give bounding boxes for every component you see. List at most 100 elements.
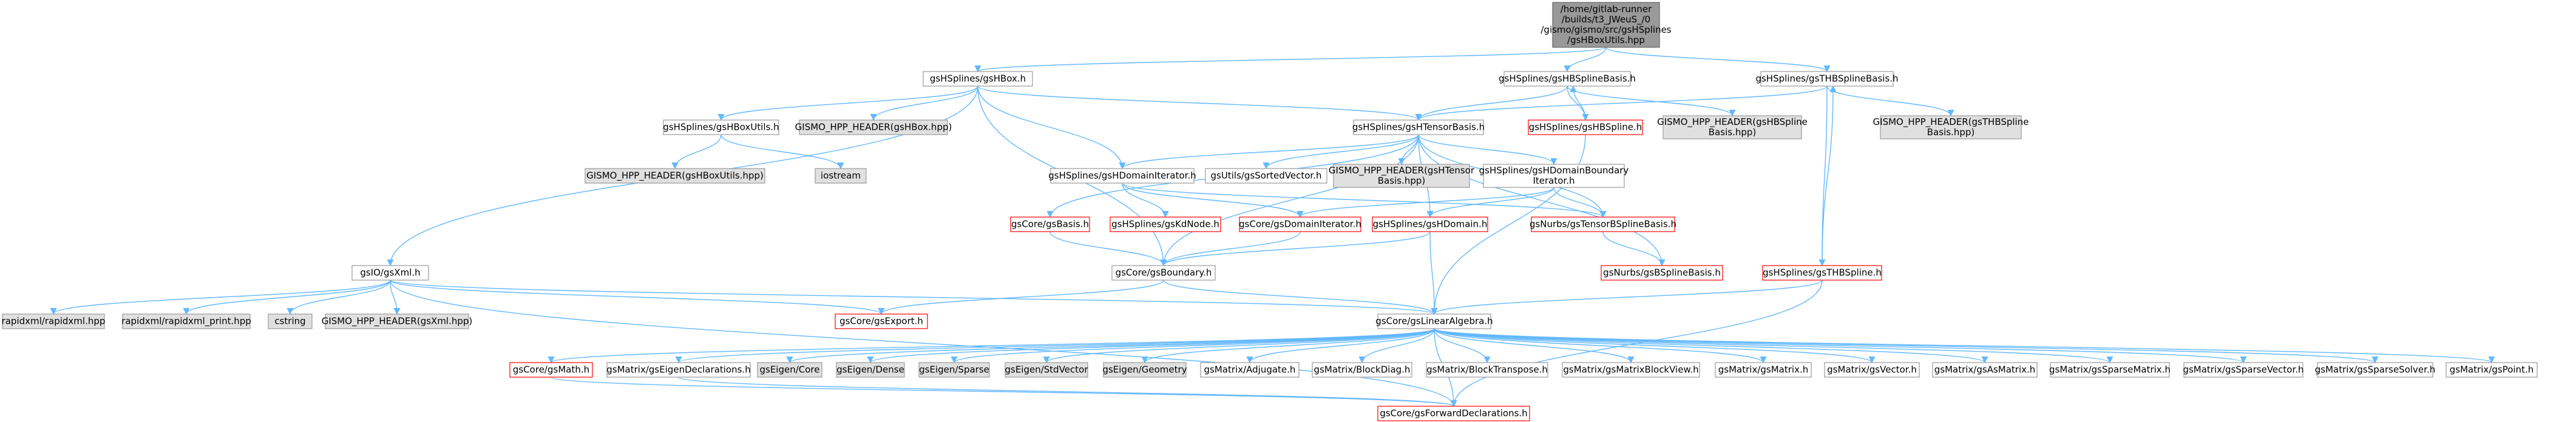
node-sparsevector_h[interactable]: gsMatrix/gsSparseVector.h [2183, 362, 2304, 378]
edge-xml_h-to-cstring [286, 280, 391, 315]
node-box [1760, 71, 1894, 87]
node-label: GISMO_HPP_HEADER(gsXml.hpp) [322, 316, 473, 327]
node-label: GISMO_HPP_HEADER(gsHBSpline [1657, 116, 1808, 128]
node-box [1110, 216, 1221, 232]
node-label: rapidxml/rapidxml.hpp [2, 316, 106, 327]
node-box [1762, 265, 1882, 281]
node-label: Basis.hpp) [1378, 175, 1425, 186]
node-point_h[interactable]: gsMatrix/gsPoint.h [2446, 362, 2538, 378]
node-label: gsHSplines/gsTHBSpline.h [1763, 267, 1882, 278]
node-gsvector_h[interactable]: gsMatrix/gsVector.h [1824, 362, 1920, 378]
edge-linearalgebra_h-to-eigen_geometry [1141, 328, 1435, 364]
node-domainiterator_h[interactable]: gsCore/gsDomainIterator.h [1239, 216, 1361, 232]
node-label: gsEigen/Sparse [919, 364, 989, 375]
node-box [2446, 362, 2538, 378]
edge-hdomainboundaryiter_h-to-domainiterator_h [1296, 187, 1554, 218]
node-label: /builds/t3_JWeuS_/0 [1562, 14, 1650, 25]
edge-xml_h-to-hdr_xml [390, 280, 401, 315]
edge-linearalgebra_h-to-point_h [1434, 328, 2495, 364]
edge-linearalgebra_h-to-sparsesolver_h [1434, 328, 2379, 364]
node-blocktranspose_h[interactable]: gsMatrix/BlockTranspose.h [1426, 362, 1548, 378]
edge-hbsplinebasis_h-to-hbspline_h [1567, 85, 1589, 121]
node-label: gsMatrix/BlockTranspose.h [1426, 364, 1548, 375]
edge-hdomainboundaryiter_h-to-tensorbsplinebasis_h [1553, 187, 1607, 218]
node-hbspline_h[interactable]: gsHSplines/gsHBSpline.h [1528, 119, 1643, 135]
node-hboxutils_h[interactable]: gsHSplines/gsHBoxUtils.h [663, 119, 779, 135]
node-hdomain_h[interactable]: gsHSplines/gsHDomain.h [1372, 216, 1488, 232]
node-thbspline_h[interactable]: gsHSplines/gsTHBSpline.h [1762, 265, 1882, 281]
edge-xml_h-to-forwarddecl_h [390, 280, 1457, 407]
node-label: gsMatrix/gsPoint.h [2450, 364, 2534, 375]
node-cstring: cstring [268, 313, 313, 329]
edge-domainiterator_h-to-boundary_h [1160, 231, 1301, 267]
node-label: gsHSplines/gsKdNode.h [1111, 219, 1219, 230]
edge-linearalgebra_h-to-matrixblockview_h [1434, 328, 1635, 364]
node-basis_h[interactable]: gsCore/gsBasis.h [1010, 216, 1090, 232]
edge-xml_h-to-export_h [390, 280, 885, 315]
node-label: gsUtils/gsSortedVector.h [1211, 170, 1322, 181]
node-xml_h[interactable]: gsIO/gsXml.h [351, 265, 429, 281]
node-root: /home/gitlab-runner/builds/t3_JWeuS_/0/g… [1541, 2, 1672, 48]
node-thbsplinebasis_h[interactable]: gsHSplines/gsTHBSplineBasis.h [1755, 71, 1899, 87]
node-box [799, 119, 948, 135]
node-forwarddecl_h[interactable]: gsCore/gsForwardDeclarations.h [1377, 406, 1530, 421]
edge-linearalgebra_h-to-eigen_dense [867, 328, 1435, 364]
node-label: gsCore/gsDomainIterator.h [1239, 219, 1361, 230]
node-gsmatrix_h[interactable]: gsMatrix/gsMatrix.h [1715, 362, 1812, 378]
edge-hbsplinebasis_h-to-htensorbasis_h [1415, 85, 1568, 121]
node-label: /home/gitlab-runner [1561, 4, 1652, 15]
node-label: gsMatrix/gsMatrix.h [1718, 364, 1808, 375]
edge-linearalgebra_h-to-adjugate_h [1246, 328, 1435, 364]
node-label: gsCore/gsExport.h [839, 316, 923, 327]
node-sortedvector_h[interactable]: gsUtils/gsSortedVector.h [1205, 168, 1327, 184]
node-kdnode_h[interactable]: gsHSplines/gsKdNode.h [1110, 216, 1221, 232]
node-box [325, 313, 469, 329]
edge-xml_h-to-rapidxml_print_hpp [183, 280, 391, 315]
node-adjugate_h[interactable]: gsMatrix/Adjugate.h [1200, 362, 1300, 378]
node-box [918, 362, 990, 378]
node-hdomainiterator_h[interactable]: gsHSplines/gsHDomainIterator.h [1048, 168, 1196, 184]
node-hbox_h[interactable]: gsHSplines/gsHBox.h [923, 71, 1033, 87]
edge-thbspline_h-to-thbsplinebasis_h [1822, 85, 1837, 266]
node-label: GISMO_HPP_HEADER(gsTHBSpline [1873, 116, 2029, 128]
node-box [1426, 362, 1548, 378]
edge-hbspline_h-to-hbsplinebasis_h [1570, 85, 1586, 121]
node-box [835, 313, 928, 329]
node-label: gsCore/gsMath.h [513, 364, 589, 375]
node-asmatrix_h[interactable]: gsMatrix/gsAsMatrix.h [1932, 362, 2038, 378]
node-label: gsNurbs/gsTensorBSplineBasis.h [1530, 219, 1676, 230]
node-blockdiag_h[interactable]: gsMatrix/BlockDiag.h [1312, 362, 1412, 378]
edge-thbspline_h-to-forwarddecl_h [1450, 280, 1823, 407]
node-label: gsHSplines/gsHBSplineBasis.h [1499, 73, 1636, 84]
node-bsplinebasis_h[interactable]: gsNurbs/gsBSplineBasis.h [1601, 265, 1723, 281]
node-math_h[interactable]: gsCore/gsMath.h [509, 362, 593, 378]
node-label: rapidxml/rapidxml_print.hpp [121, 316, 251, 327]
node-eigen_stdvector: gsEigen/StdVector [1005, 362, 1088, 378]
node-eigendecl_h[interactable]: gsMatrix/gsEigenDeclarations.h [606, 362, 751, 378]
node-box [2183, 362, 2303, 378]
node-label: iostream [821, 170, 861, 181]
node-label: gsCore/gsLinearAlgebra.h [1375, 316, 1493, 327]
node-box [1005, 362, 1088, 378]
node-hbsplinebasis_h[interactable]: gsHSplines/gsHBSplineBasis.h [1499, 71, 1636, 87]
node-boundary_h[interactable]: gsCore/gsBoundary.h [1111, 265, 1216, 281]
node-label: gsHSplines/gsHBoxUtils.h [663, 122, 779, 133]
edge-hdomain_h-to-linearalgebra_h [1429, 231, 1438, 315]
node-htensorbasis_h[interactable]: gsHSplines/gsHTensorBasis.h [1352, 119, 1485, 135]
edge-linearalgebra_h-to-sparsevector_h [1434, 328, 2247, 364]
node-export_h[interactable]: gsCore/gsExport.h [835, 313, 928, 329]
node-box [1205, 168, 1327, 184]
node-tensorbsplinebasis_h[interactable]: gsNurbs/gsTensorBSplineBasis.h [1530, 216, 1676, 232]
node-label: gsEigen/Core [759, 364, 819, 375]
edge-xml_h-to-linearalgebra_h [390, 280, 1437, 315]
node-sparsematrix_h[interactable]: gsMatrix/gsSparseMatrix.h [2049, 362, 2171, 378]
node-box [1552, 2, 1660, 48]
edge-hdomainiterator_h-to-kdnode_h [1122, 183, 1169, 218]
node-sparsesolver_h[interactable]: gsMatrix/gsSparseSolver.h [2315, 362, 2435, 378]
node-matrixblockview_h[interactable]: gsMatrix/gsMatrixBlockView.h [1562, 362, 1700, 378]
node-label: GISMO_HPP_HEADER(gsHTensor [1329, 165, 1475, 176]
node-box [1880, 115, 2022, 139]
node-linearalgebra_h[interactable]: gsCore/gsLinearAlgebra.h [1375, 313, 1493, 329]
